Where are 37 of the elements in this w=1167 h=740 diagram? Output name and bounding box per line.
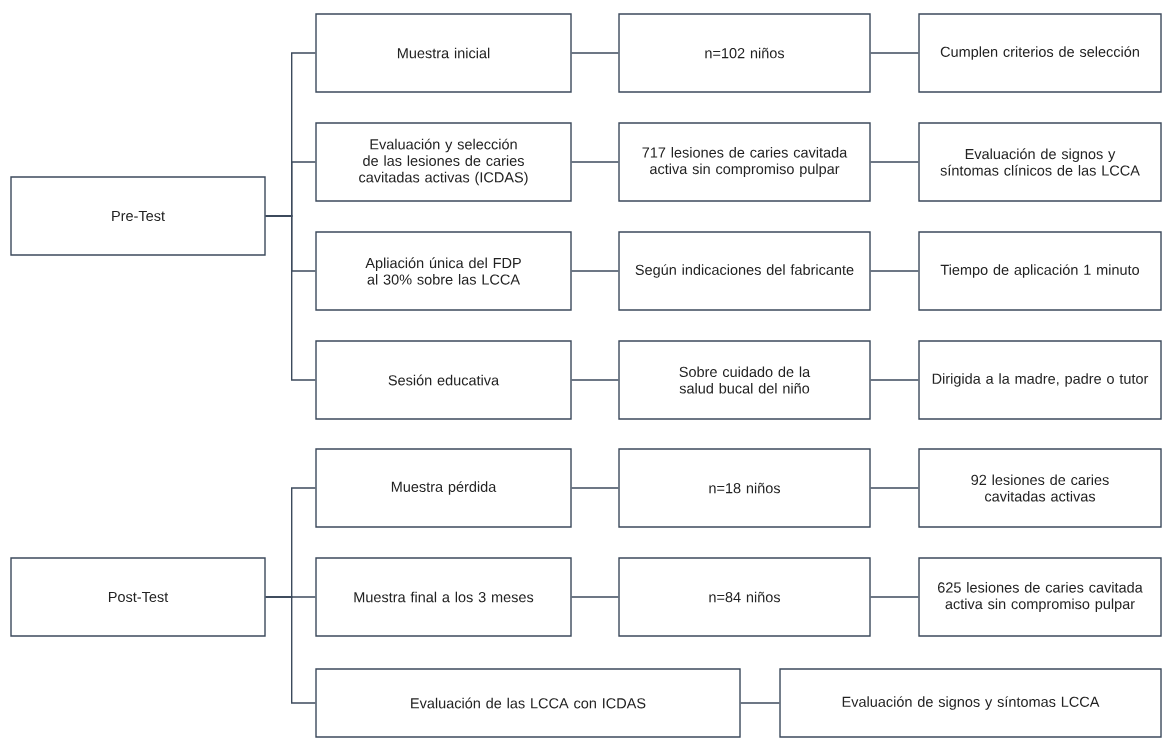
- step-box: Sobre cuidado de la salud bucal del niño: [618, 340, 871, 420]
- step-box: Cumplen criterios de selección: [918, 13, 1162, 93]
- step-box: 92 lesiones de caries cavitadas activas: [918, 448, 1162, 528]
- connector-line: [870, 52, 919, 54]
- step-box: Apliación única del FDP al 30% sobre las LCCA: [315, 231, 572, 311]
- connector-line: [870, 161, 919, 163]
- connector-line: [571, 487, 619, 489]
- connector-line: [265, 596, 316, 704]
- stage-box: Pre-Test: [10, 176, 266, 256]
- step-box: Tiempo de aplicación 1 minuto: [918, 231, 1162, 311]
- connector-line: [571, 379, 619, 381]
- step-box: n=102 niños: [618, 13, 871, 93]
- connector-line: [870, 487, 919, 489]
- step-box: Evaluación de signos y síntomas LCCA: [779, 668, 1162, 738]
- connector-line: [870, 596, 919, 598]
- step-box: Muestra final a los 3 meses: [315, 557, 572, 637]
- step-box: Según indicaciones del fabricante: [618, 231, 871, 311]
- step-box: Muestra inicial: [315, 13, 572, 93]
- connector-line: [571, 161, 619, 163]
- connector-line: [571, 596, 619, 598]
- step-box: Evaluación de las LCCA con ICDAS: [315, 668, 741, 738]
- connector-line: [870, 270, 919, 272]
- connector-line: [571, 270, 619, 272]
- stage-box: Post-Test: [10, 557, 266, 637]
- step-box: n=84 niños: [618, 557, 871, 637]
- connector-line: [870, 379, 919, 381]
- step-box: 717 lesiones de caries cavitada activa sin compromiso pulpar: [618, 122, 871, 202]
- step-box: Evaluación de signos y síntomas clínicos de las LCCA: [918, 122, 1162, 202]
- step-box: 625 lesiones de caries cavitada activa sin compromiso pulpar: [918, 557, 1162, 637]
- connector-line: [740, 702, 780, 704]
- step-box: Dirigida a la madre, padre o tutor: [918, 340, 1162, 420]
- step-box: Muestra pérdida: [315, 448, 572, 528]
- step-box: Evaluación y selección de las lesiones de caries cavitadas activas (ICDAS): [315, 122, 572, 202]
- connector-line: [571, 52, 619, 54]
- step-box: Sesión educativa: [315, 340, 572, 420]
- connector-line: [265, 215, 316, 381]
- step-box: n=18 niños: [618, 448, 871, 528]
